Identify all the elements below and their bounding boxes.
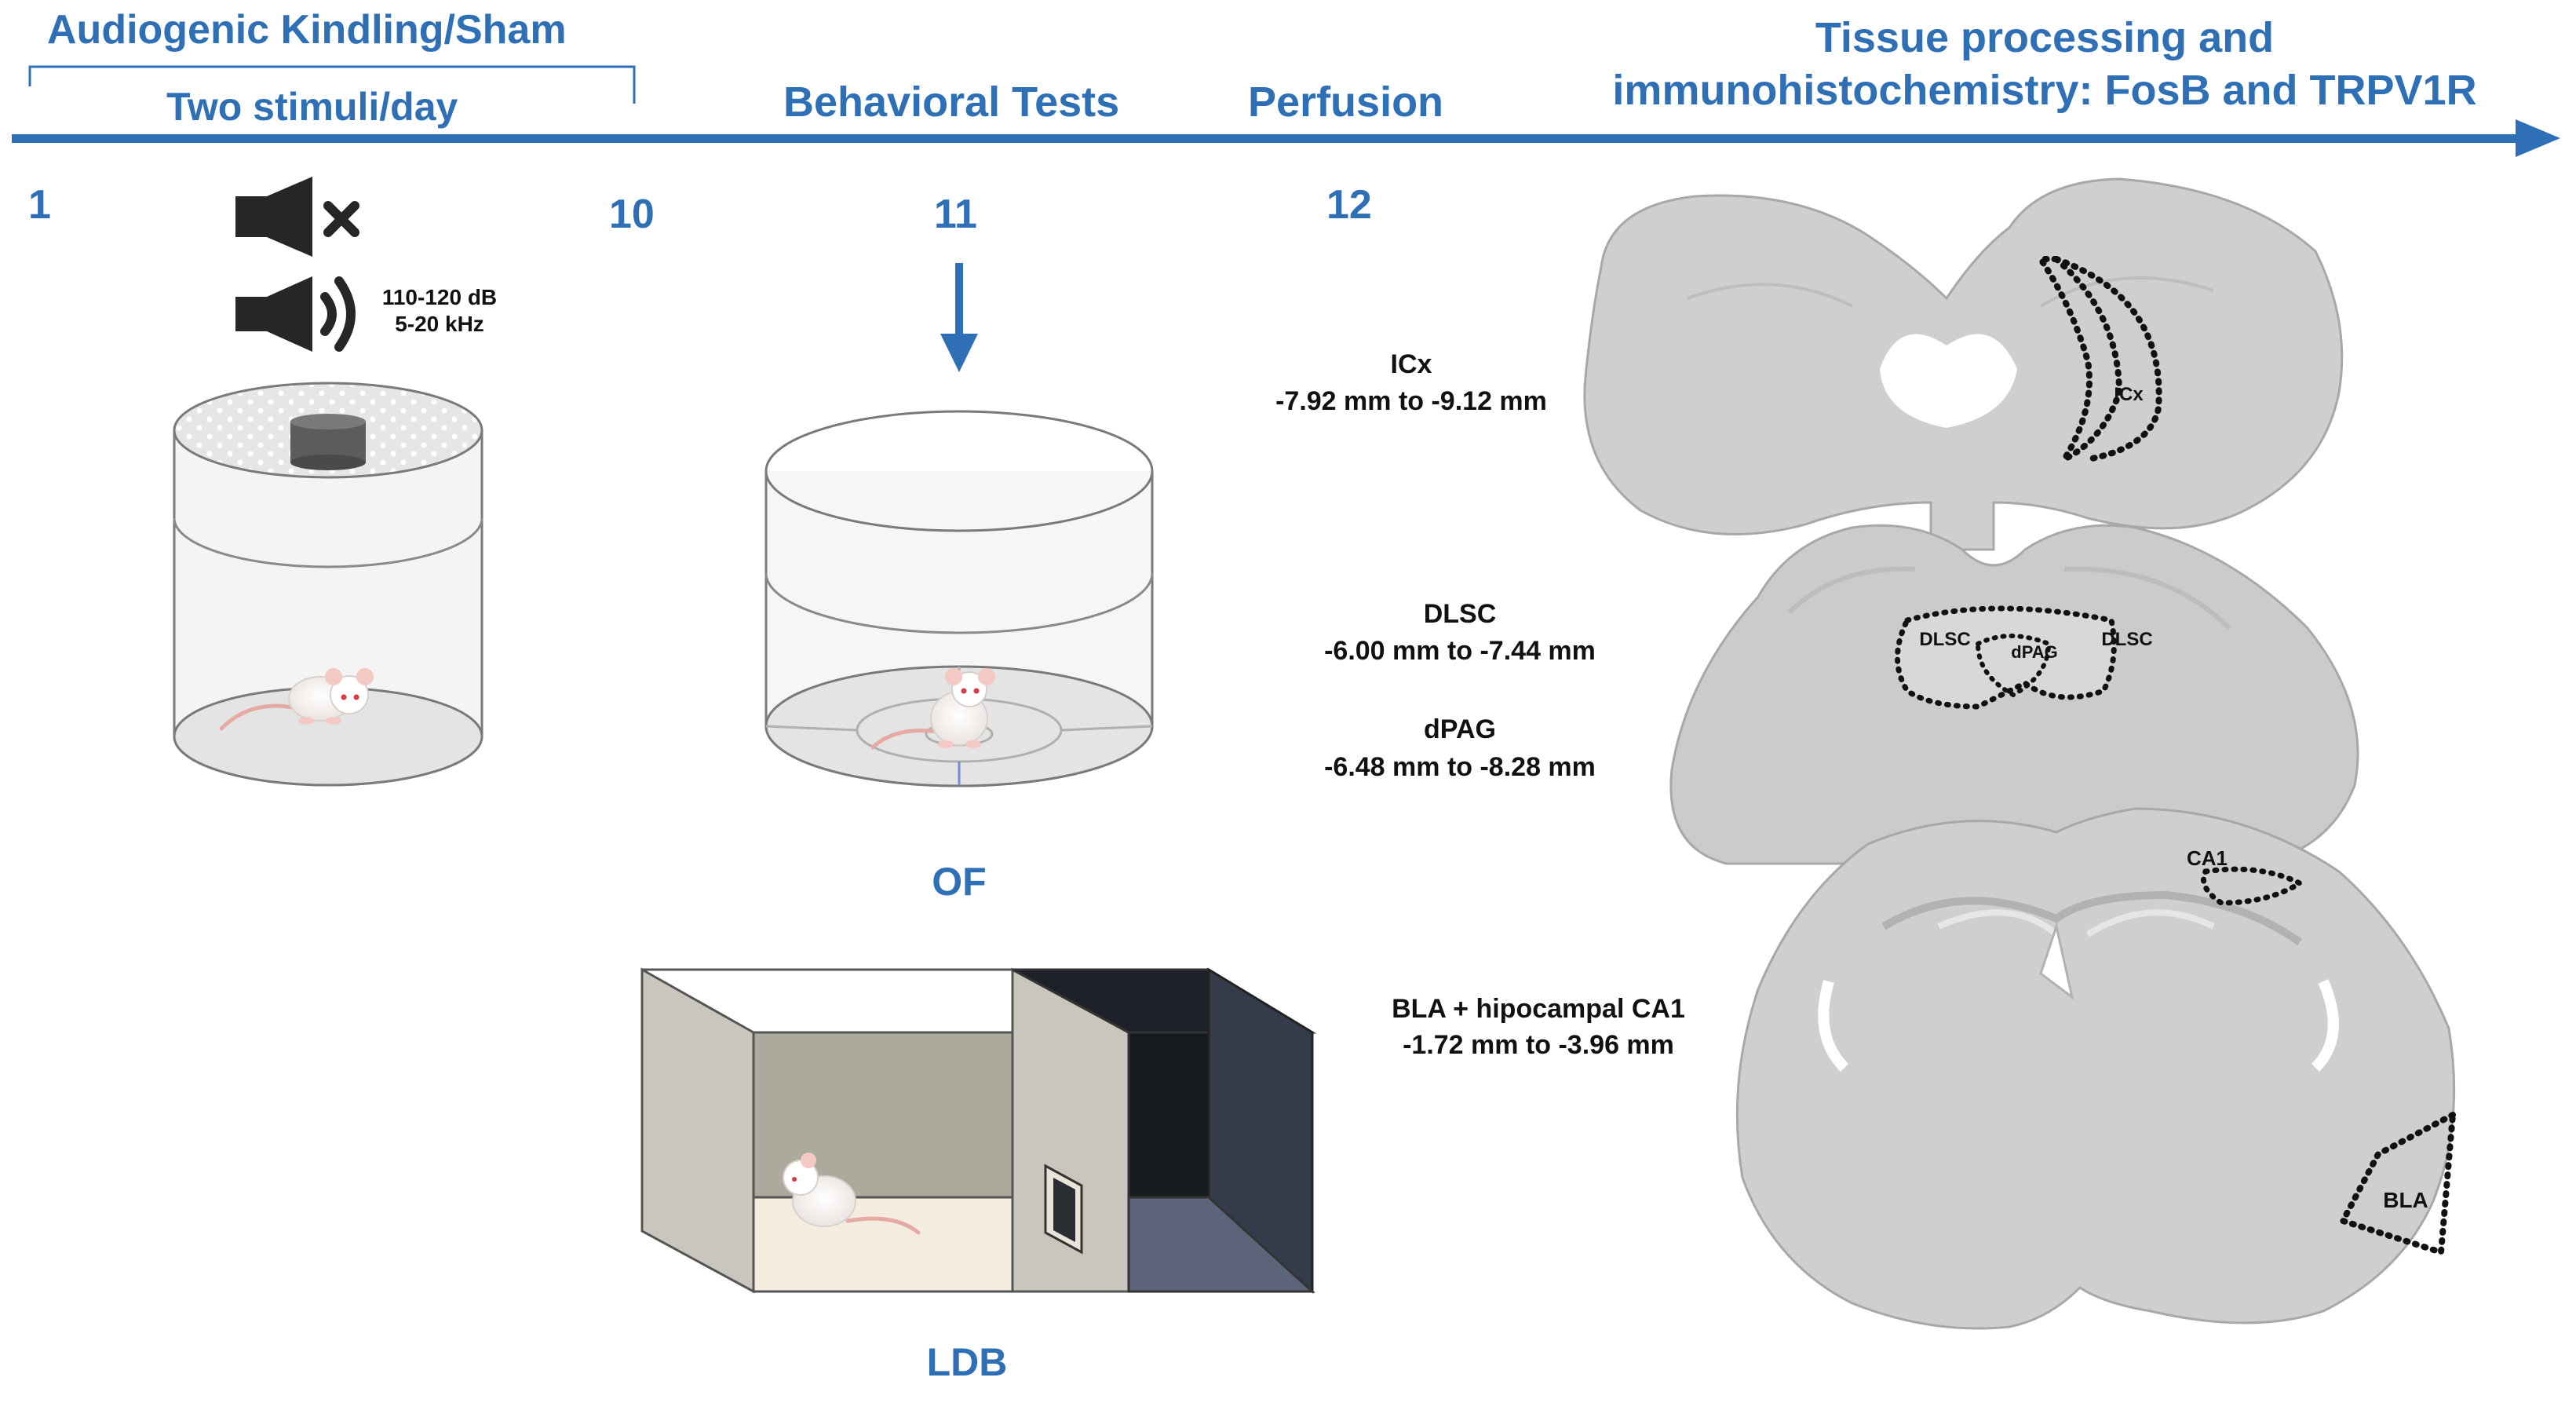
header-tissue-line1: Tissue processing and — [1815, 14, 2274, 61]
day-10: 10 — [609, 192, 655, 237]
rat-open-field — [870, 668, 995, 750]
header-tissue-line2: immunohistochemistry: FosB and TRPV1R — [1612, 67, 2476, 114]
ca1-outline — [2201, 866, 2306, 906]
brain-section-dlsc: DLSC DLSC dPAG — [1669, 524, 2359, 865]
speaker-sound-icon — [235, 276, 356, 352]
stimulus-khz-label: 5-20 kHz — [395, 312, 484, 336]
rat-kindling — [219, 668, 374, 731]
day-12: 12 — [1326, 182, 1372, 228]
icx-region-label: ICx — [2114, 384, 2144, 405]
header-kindling: Audiogenic Kindling/Sham — [47, 7, 567, 53]
brain-section-icx: ICx — [1583, 177, 2344, 551]
subheader-stimuli: Two stimuli/day — [166, 85, 458, 129]
bla-ca1-range: -1.72 mm to -3.96 mm — [1403, 1030, 1674, 1060]
header-perfusion: Perfusion — [1248, 79, 1443, 126]
day-11: 11 — [934, 192, 977, 237]
light-dark-box — [640, 967, 1317, 1294]
dlsc-name: DLSC — [1424, 599, 1497, 629]
dlsc-range: -6.00 mm to -7.44 mm — [1324, 636, 1596, 666]
dpag-range: -6.48 mm to -8.28 mm — [1324, 752, 1596, 782]
speaker-muted-icon — [235, 177, 359, 257]
dpag-outline — [1975, 634, 2052, 698]
down-arrow — [940, 263, 978, 372]
icx-outline — [2034, 256, 2123, 467]
icx-name: ICx — [1391, 349, 1432, 379]
header-behavioral-tests: Behavioral Tests — [783, 79, 1119, 126]
dpag-region-label: dPAG — [2011, 642, 2057, 662]
label-of: OF — [932, 860, 986, 904]
bla-outline — [2338, 1109, 2457, 1257]
day-1: 1 — [28, 182, 51, 228]
kindling-bracket — [28, 65, 636, 104]
stimulus-db-label: 110-120 dB — [382, 285, 497, 309]
dpag-name: dPAG — [1424, 714, 1496, 744]
icx-range: -7.92 mm to -9.12 mm — [1275, 386, 1547, 416]
bla-region-label: BLA — [2383, 1188, 2428, 1212]
dlsc-outline — [1895, 605, 2117, 710]
timeline-arrow — [12, 119, 2560, 157]
rat-ldb — [783, 1153, 921, 1235]
label-ldb: LDB — [927, 1340, 1008, 1384]
ca1-region-label: CA1 — [2187, 846, 2228, 870]
brain-section-bla: CA1 BLA — [1735, 807, 2457, 1330]
dlsc-right-label: DLSC — [2101, 629, 2152, 650]
chamber-speaker — [290, 414, 366, 470]
bla-ca1-name: BLA + hipocampal CA1 — [1392, 994, 1685, 1024]
dlsc-left-label: DLSC — [1919, 629, 1970, 650]
